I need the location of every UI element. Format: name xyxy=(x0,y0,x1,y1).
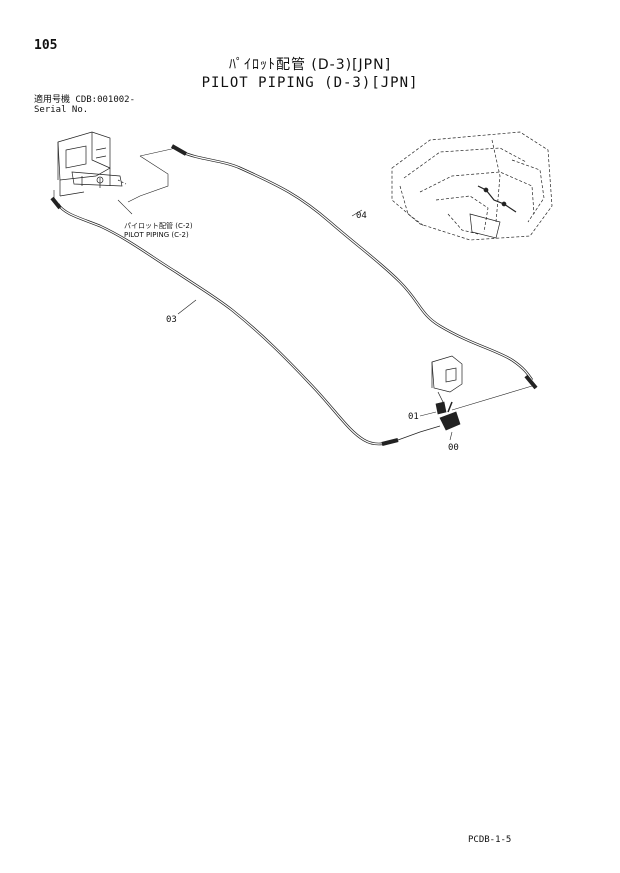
reference-label-japanese: パイロット配管 (C-2) xyxy=(124,221,193,230)
reference-label-english: PILOT PIPING (C-2) xyxy=(124,231,189,239)
title-english: PILOT PIPING (D-3)[JPN] xyxy=(201,75,419,91)
footer-code: PCDB-1-5 xyxy=(468,835,512,845)
serial-label-english: Serial No. xyxy=(34,105,89,115)
hose-04 xyxy=(171,144,538,390)
serial-block: 適用号機 CDB:001002- Serial No. xyxy=(34,95,135,115)
part-label-03: 03 xyxy=(166,315,177,325)
leader-lines xyxy=(177,209,453,441)
reference-bracket xyxy=(53,147,177,215)
title-japanese: ﾊﾟｲﾛｯﾄ配管 (D-3)[JPN] xyxy=(228,57,392,73)
hose-03 xyxy=(50,196,399,446)
serial-label-japanese: 適用号機 CDB:001002- xyxy=(34,95,136,105)
fitting-00 xyxy=(439,401,461,431)
part-label-00: 00 xyxy=(448,443,459,453)
page-number: 105 xyxy=(34,38,58,53)
left-valve-assembly xyxy=(57,131,127,197)
title-block: ﾊﾟｲﾛｯﾄ配管 (D-3)[JPN] PILOT PIPING (D-3)[J… xyxy=(0,56,620,92)
right-machine-hose-point xyxy=(469,185,517,239)
right-machine-structure xyxy=(391,131,553,241)
part-label-04: 04 xyxy=(356,211,367,221)
lower-valve-assembly xyxy=(397,355,533,441)
part-label-01: 01 xyxy=(408,412,419,422)
fitting-01 xyxy=(435,401,447,415)
